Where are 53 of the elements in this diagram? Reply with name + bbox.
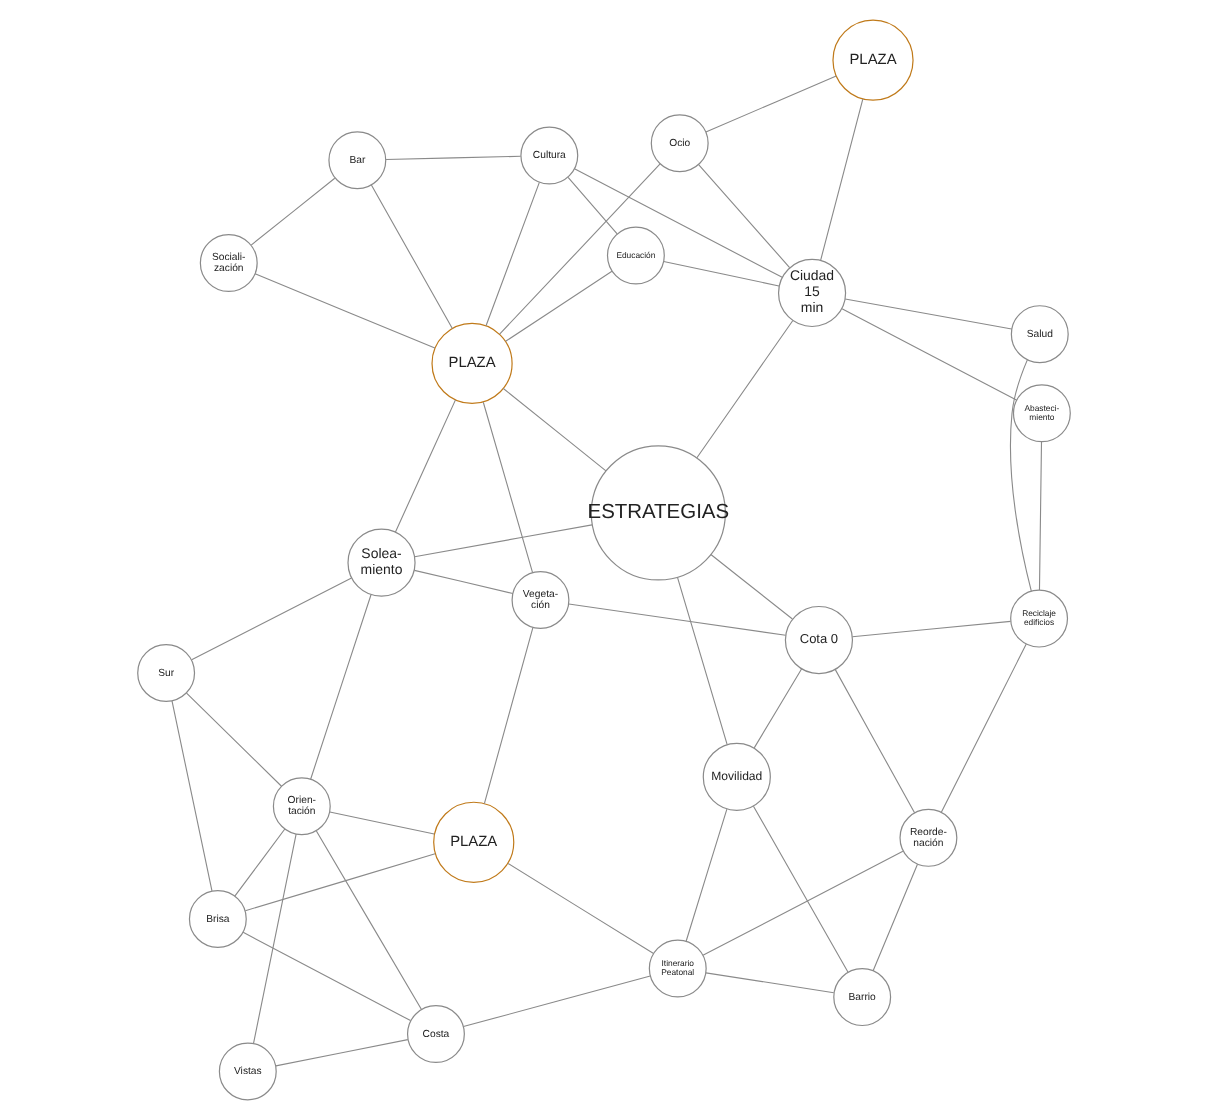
connector <box>1037 441 1042 591</box>
connector <box>314 830 421 1010</box>
connector <box>482 627 533 805</box>
node-circle: PLAZA <box>430 322 512 405</box>
connector <box>498 163 660 335</box>
connector <box>675 576 727 746</box>
connector <box>695 320 793 459</box>
connector <box>709 553 792 620</box>
connector <box>384 155 521 161</box>
connector <box>506 862 654 955</box>
connector <box>697 164 790 269</box>
connector <box>572 168 782 278</box>
connector <box>249 177 335 246</box>
connector <box>185 692 282 787</box>
connector <box>567 603 786 636</box>
connector <box>481 401 533 574</box>
connector <box>819 98 863 261</box>
connector <box>170 700 212 892</box>
connector <box>251 833 296 1045</box>
connector <box>309 594 371 780</box>
connector <box>662 260 779 287</box>
connector <box>871 863 918 972</box>
connector <box>190 577 352 661</box>
connector <box>701 850 903 956</box>
connector <box>501 388 606 472</box>
connector <box>413 524 592 558</box>
connector <box>566 176 617 235</box>
connector <box>233 828 285 897</box>
connector <box>484 181 539 327</box>
connector <box>243 853 435 912</box>
connector <box>253 273 435 349</box>
connector <box>843 298 1012 330</box>
connector <box>1008 359 1031 592</box>
node-circle: PLAZA <box>831 19 913 101</box>
connector <box>704 75 836 133</box>
connector <box>704 972 834 994</box>
connector <box>504 270 612 342</box>
connector <box>840 308 1016 401</box>
connector <box>850 620 1011 638</box>
node-circle: PLAZA <box>432 801 514 883</box>
connector <box>328 811 434 835</box>
connector <box>751 805 848 973</box>
connector <box>241 931 411 1022</box>
connector <box>939 643 1026 813</box>
connector <box>369 184 452 330</box>
connector <box>752 668 802 749</box>
connector <box>684 808 727 942</box>
connector <box>412 569 513 594</box>
connector <box>274 1039 408 1067</box>
connector <box>833 668 915 814</box>
connector <box>461 975 650 1028</box>
node-circle: ESTRATEGIAS <box>589 445 725 581</box>
connector <box>393 399 456 533</box>
